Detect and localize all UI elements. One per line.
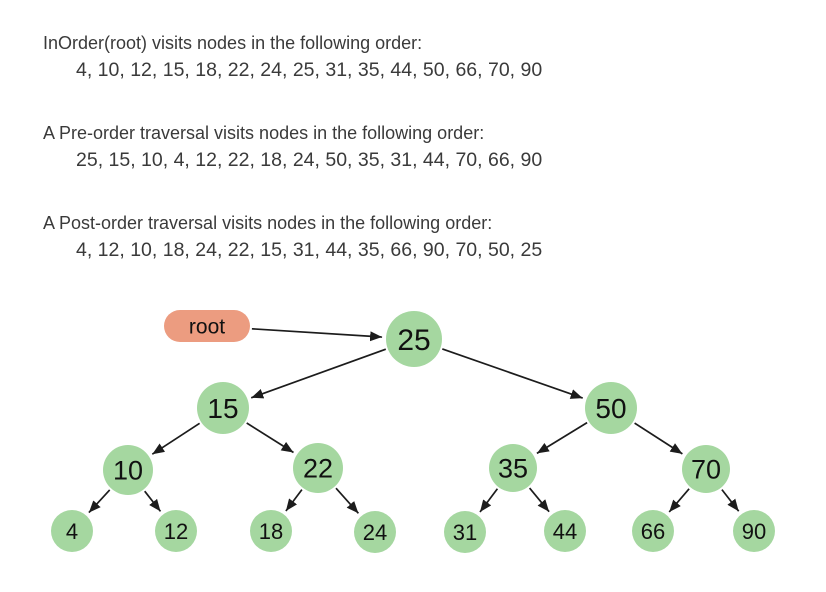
tree-node-90: 90: [733, 510, 775, 552]
tree-node-24: 24: [354, 511, 396, 553]
traversal-sequence-preorder: 25, 15, 10, 4, 12, 22, 18, 24, 50, 35, 3…: [76, 149, 543, 171]
edge-15-22: [246, 422, 294, 454]
edge-35-44: [528, 487, 550, 513]
edge-70-90: [721, 489, 740, 512]
traversal-heading-preorder: A Pre-order traversal visits nodes in th…: [43, 123, 485, 143]
tree-node-circle-18: [250, 510, 292, 552]
tree-edges: [88, 327, 740, 514]
tree-node-circle-4: [51, 510, 93, 552]
tree-node-circle-15: [197, 382, 249, 434]
tree-node-12: 12: [155, 510, 197, 552]
tree-node-label-50: 50: [595, 393, 626, 424]
tree-node-circle-24: [354, 511, 396, 553]
tree-nodes: 25 15 50 10 22 35 70 4 12 18 24 31 44 66 90: [51, 311, 775, 553]
traversal-block-preorder: A Pre-order traversal visits nodes in th…: [43, 120, 806, 174]
edge-25-15: [250, 348, 387, 399]
tree-node-circle-31: [444, 511, 486, 553]
tree-node-label-22: 22: [303, 454, 333, 484]
tree-node-label-90: 90: [742, 519, 766, 544]
tree-node-circle-22: [293, 443, 343, 493]
root-pointer: root: [164, 310, 250, 342]
tree-node-circle-10: [103, 445, 153, 495]
tree-node-circle-70: [682, 445, 730, 493]
tree-node-label-10: 10: [113, 456, 143, 486]
tree-node-4: 4: [51, 510, 93, 552]
tree-node-label-66: 66: [641, 519, 665, 544]
tree-node-circle-35: [489, 444, 537, 492]
tree-node-label-18: 18: [259, 519, 283, 544]
traversal-info: InOrder(root) visits nodes in the follow…: [43, 30, 806, 300]
tree-node-circle-12: [155, 510, 197, 552]
traversal-sequence-inorder: 4, 10, 12, 15, 18, 22, 24, 25, 31, 35, 4…: [76, 59, 543, 81]
edge-10-4: [88, 489, 111, 514]
edge-35-31: [479, 488, 499, 513]
traversal-block-inorder: InOrder(root) visits nodes in the follow…: [43, 30, 806, 84]
root-pointer-label: root: [189, 316, 225, 339]
tree-node-10: 10: [103, 445, 153, 495]
tree-node-circle-66: [632, 510, 674, 552]
tree-node-70: 70: [682, 445, 730, 493]
tree-node-label-44: 44: [553, 519, 577, 544]
traversal-block-postorder: A Post-order traversal visits nodes in t…: [43, 210, 806, 264]
tree-node-66: 66: [632, 510, 674, 552]
tree-node-label-25: 25: [397, 324, 430, 357]
tree-node-31: 31: [444, 511, 486, 553]
traversal-heading-inorder: InOrder(root) visits nodes in the follow…: [43, 33, 423, 53]
edge-25-50: [442, 348, 583, 399]
tree-node-circle-50: [585, 382, 637, 434]
tree-node-label-35: 35: [498, 454, 528, 484]
tree-node-22: 22: [293, 443, 343, 493]
tree-node-15: 15: [197, 382, 249, 434]
tree-node-label-24: 24: [363, 520, 387, 545]
tree-node-label-15: 15: [207, 393, 238, 424]
edge-15-10: [151, 422, 201, 455]
tree-node-label-70: 70: [691, 455, 721, 485]
tree-node-circle-44: [544, 510, 586, 552]
edge-root-pointer-25: [251, 327, 383, 342]
edge-50-35: [536, 421, 588, 455]
tree-node-18: 18: [250, 510, 292, 552]
tree-node-35: 35: [489, 444, 537, 492]
tree-node-label-12: 12: [164, 519, 188, 544]
edge-22-18: [285, 489, 303, 512]
tree-node-50: 50: [585, 382, 637, 434]
traversal-heading-postorder: A Post-order traversal visits nodes in t…: [43, 213, 493, 233]
edge-10-12: [144, 490, 162, 512]
traversal-sequence-postorder: 4, 12, 10, 18, 24, 22, 15, 31, 44, 35, 6…: [76, 239, 543, 261]
tree-node-label-31: 31: [453, 520, 477, 545]
edge-22-24: [335, 487, 360, 514]
tree-node-25: 25: [386, 311, 442, 367]
edge-70-66: [668, 488, 690, 513]
tree-node-label-4: 4: [66, 519, 78, 544]
tree-node-44: 44: [544, 510, 586, 552]
root-pointer-pill: [164, 310, 250, 342]
tree-node-circle-25: [386, 311, 442, 367]
tree-node-circle-90: [733, 510, 775, 552]
edge-50-70: [634, 422, 683, 455]
